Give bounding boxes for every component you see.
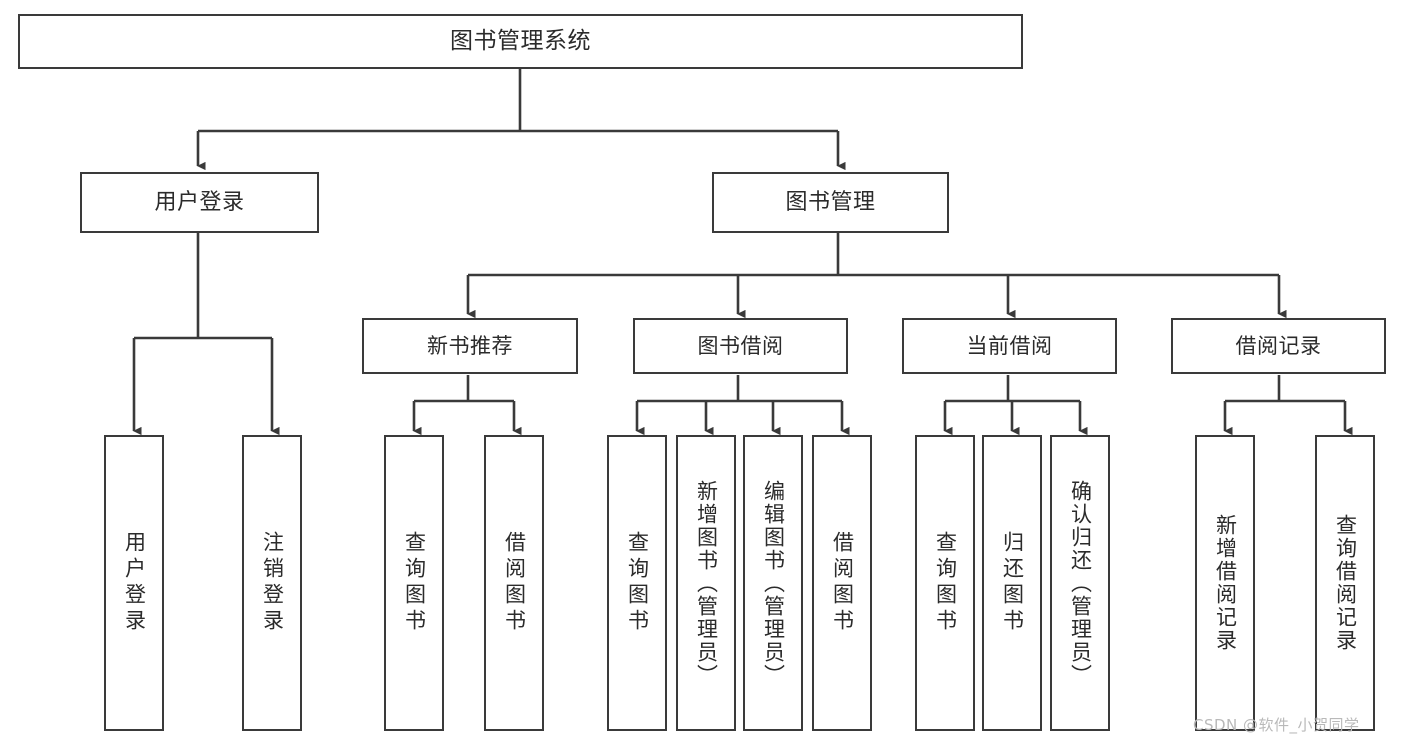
node-leaf-bor-borrow-book-label: 借阅图书 [830, 531, 855, 635]
node-book-manage-label: 图书管理 [785, 189, 876, 215]
node-root-label: 图书管理系统 [450, 28, 591, 55]
node-leaf-rec-borrow-book[interactable]: 借阅图书 [484, 435, 544, 731]
node-leaf-rec-add-record[interactable]: 新增借阅记录 [1195, 435, 1255, 731]
node-leaf-cur-return-book-label: 归还图书 [1000, 531, 1025, 635]
node-leaf-bor-borrow-book[interactable]: 借阅图书 [812, 435, 872, 731]
node-leaf-cur-return-book[interactable]: 归还图书 [982, 435, 1042, 731]
node-leaf-rec-query-record[interactable]: 查询借阅记录 [1315, 435, 1375, 731]
node-book-borrow-label: 图书借阅 [697, 333, 784, 358]
node-leaf-cur-query-book-label: 查询图书 [933, 531, 958, 635]
node-leaf-cur-confirm-return-label: 确认归还（管理员） [1068, 479, 1093, 687]
node-leaf-rec-query-book[interactable]: 查询图书 [384, 435, 444, 731]
csdn-watermark: CSDN @软件_小贺同学 [1193, 716, 1360, 734]
node-new-book-recommend[interactable]: 新书推荐 [362, 318, 578, 374]
node-book-borrow[interactable]: 图书借阅 [633, 318, 848, 374]
node-leaf-cur-query-book[interactable]: 查询图书 [915, 435, 975, 731]
node-leaf-bor-edit-book[interactable]: 编辑图书（管理员） [743, 435, 803, 731]
node-leaf-user-login-label: 用户登录 [122, 531, 147, 635]
node-current-borrow-label: 当前借阅 [966, 333, 1053, 358]
node-leaf-user-login[interactable]: 用户登录 [104, 435, 164, 731]
node-book-manage[interactable]: 图书管理 [712, 172, 949, 233]
node-leaf-user-logout[interactable]: 注销登录 [242, 435, 302, 731]
node-leaf-rec-borrow-book-label: 借阅图书 [502, 531, 527, 635]
node-borrow-record[interactable]: 借阅记录 [1171, 318, 1386, 374]
node-borrow-record-label: 借阅记录 [1235, 333, 1322, 358]
node-root-book-management-system[interactable]: 图书管理系统 [18, 14, 1023, 69]
node-leaf-bor-query-book[interactable]: 查询图书 [607, 435, 667, 731]
node-leaf-rec-query-book-label: 查询图书 [402, 531, 427, 635]
node-leaf-bor-add-book[interactable]: 新增图书（管理员） [676, 435, 736, 731]
node-leaf-user-logout-label: 注销登录 [260, 531, 285, 635]
node-user-login[interactable]: 用户登录 [80, 172, 319, 233]
node-leaf-bor-edit-book-label: 编辑图书（管理员） [761, 479, 786, 687]
node-new-book-recommend-label: 新书推荐 [427, 333, 513, 358]
node-current-borrow[interactable]: 当前借阅 [902, 318, 1117, 374]
node-leaf-rec-add-record-label: 新增借阅记录 [1213, 514, 1238, 652]
node-leaf-rec-query-record-label: 查询借阅记录 [1333, 514, 1358, 652]
node-user-login-label: 用户登录 [154, 189, 245, 215]
node-leaf-cur-confirm-return[interactable]: 确认归还（管理员） [1050, 435, 1110, 731]
node-leaf-bor-add-book-label: 新增图书（管理员） [694, 479, 719, 687]
node-leaf-bor-query-book-label: 查询图书 [625, 531, 650, 635]
